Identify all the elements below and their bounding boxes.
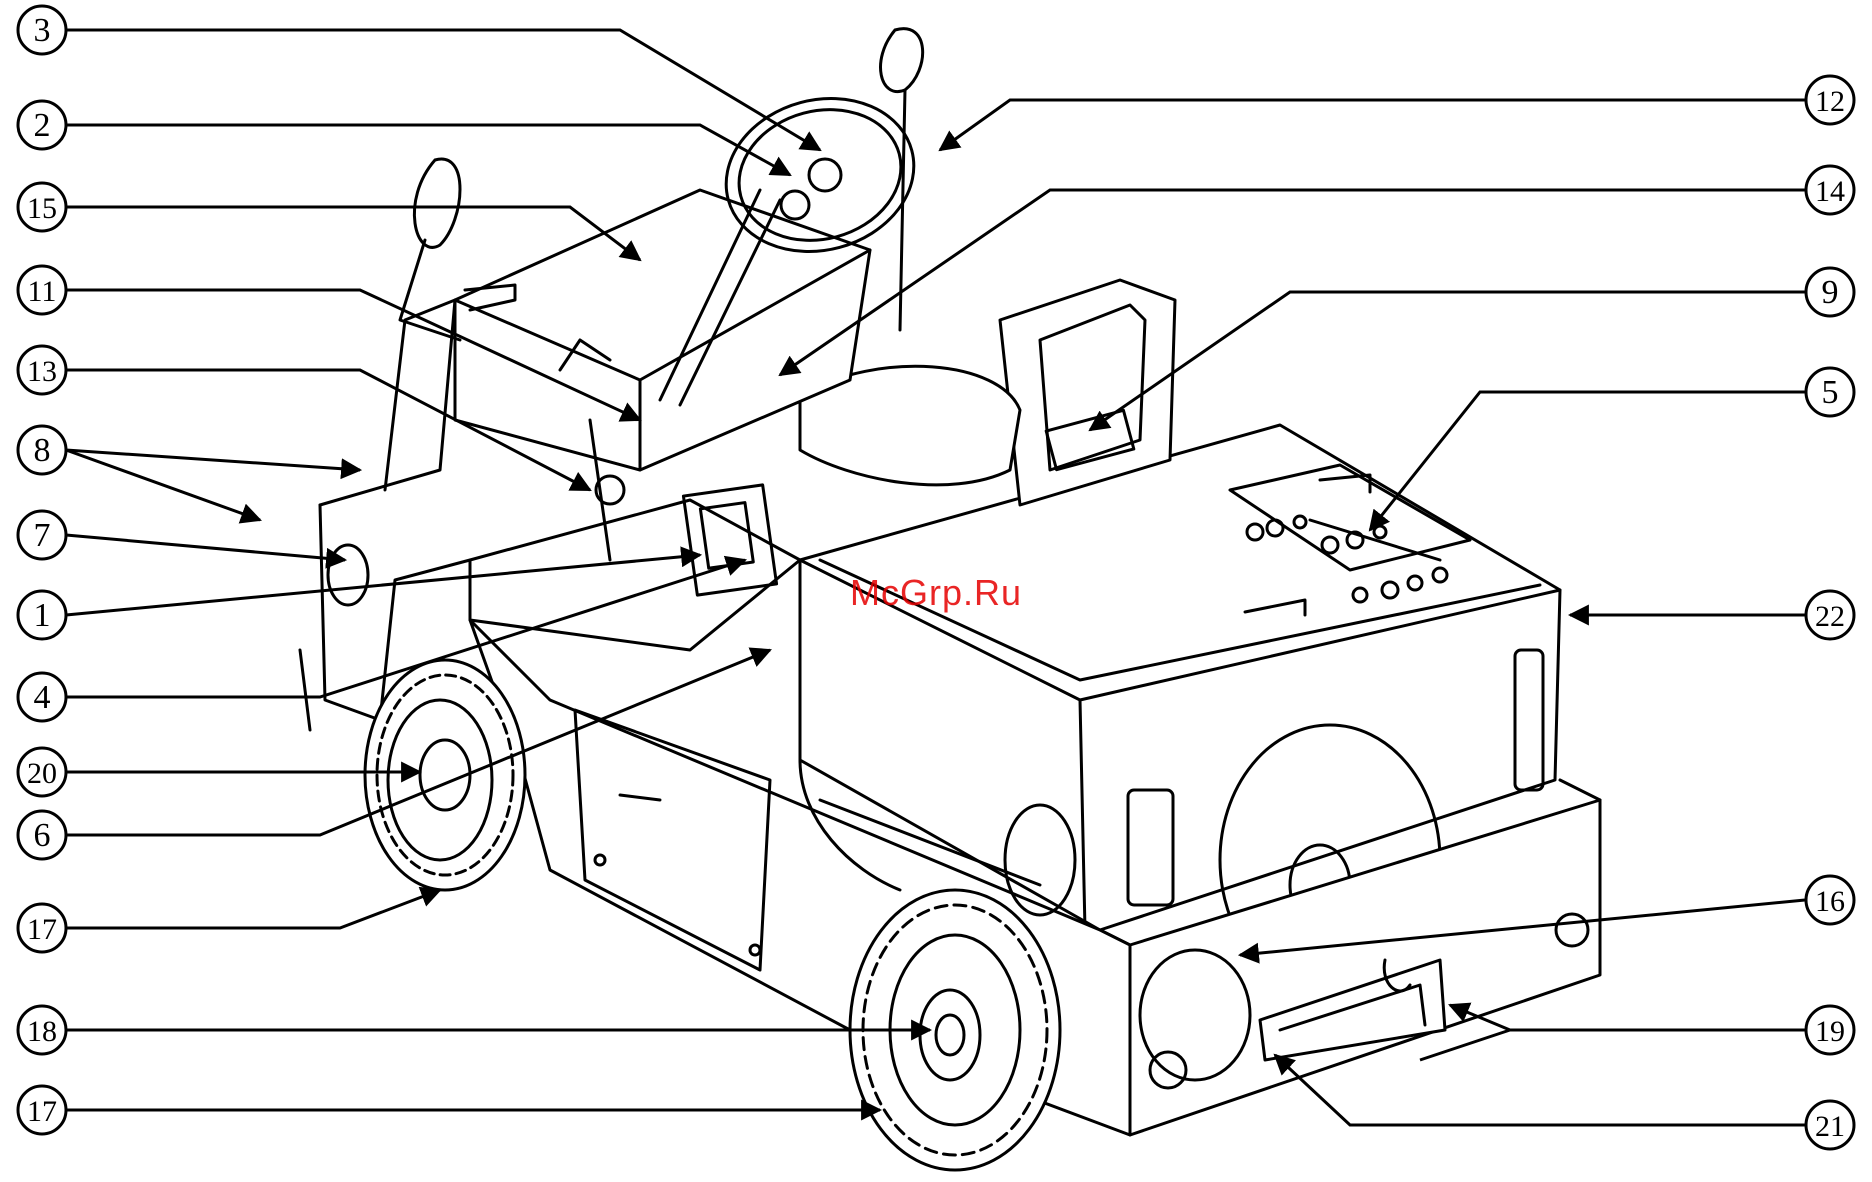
leader-21 — [1275, 1055, 1805, 1125]
callout-left-2: 15 — [18, 183, 66, 231]
callout-number: 17 — [27, 913, 57, 946]
leader-19b — [1420, 1030, 1510, 1060]
callout-number: 17 — [27, 1095, 57, 1128]
leader-15 — [66, 207, 640, 260]
callout-number: 16 — [1815, 885, 1845, 918]
callout-number: 18 — [27, 1015, 57, 1048]
callout-right-3: 5 — [1806, 368, 1854, 416]
callout-right-4: 22 — [1806, 591, 1854, 639]
callout-left-10: 6 — [18, 811, 66, 859]
callout-right-7: 21 — [1806, 1101, 1854, 1149]
callout-number: 15 — [27, 192, 57, 225]
callout-right-2: 9 — [1806, 268, 1854, 316]
callout-left-13: 17 — [18, 1086, 66, 1134]
callout-number: 1 — [34, 597, 51, 634]
leader-7 — [66, 535, 345, 560]
callout-left-3: 11 — [18, 266, 66, 314]
callout-number: 13 — [27, 355, 57, 388]
callout-number: 2 — [34, 107, 51, 144]
callout-left-12: 18 — [18, 1006, 66, 1054]
leader-12 — [940, 100, 1805, 150]
callout-left-7: 1 — [18, 591, 66, 639]
callout-left-9: 20 — [18, 748, 66, 796]
callout-number: 5 — [1822, 374, 1839, 411]
callout-number: 3 — [34, 12, 51, 49]
callout-right-1: 14 — [1806, 166, 1854, 214]
leader-14 — [780, 190, 1805, 375]
callout-number: 14 — [1815, 175, 1845, 208]
callout-left-6: 7 — [18, 511, 66, 559]
callout-left-8: 4 — [18, 673, 66, 721]
leader-17a — [66, 890, 440, 928]
callout-number: 22 — [1815, 600, 1845, 633]
callout-left-11: 17 — [18, 904, 66, 952]
leader-9 — [1090, 292, 1805, 430]
callout-left-1: 2 — [18, 101, 66, 149]
watermark: McGrp.Ru — [850, 572, 1022, 614]
callout-number: 11 — [28, 275, 57, 308]
callout-right-0: 12 — [1806, 76, 1854, 124]
callout-left-4: 13 — [18, 346, 66, 394]
callout-number: 6 — [34, 817, 51, 854]
callout-right-6: 19 — [1806, 1006, 1854, 1054]
callout-number: 4 — [34, 679, 51, 716]
callout-right-5: 16 — [1806, 876, 1854, 924]
leader-3 — [66, 30, 820, 150]
front-wheel — [365, 660, 525, 890]
callout-number: 19 — [1815, 1015, 1845, 1048]
callout-left-0: 3 — [18, 6, 66, 54]
callout-number: 7 — [34, 517, 51, 554]
leader-5 — [1370, 392, 1805, 530]
callout-number: 21 — [1815, 1110, 1845, 1143]
callout-number: 20 — [27, 757, 57, 790]
callout-number: 8 — [34, 432, 51, 469]
callout-left-5: 8 — [18, 426, 66, 474]
callout-number: 9 — [1822, 274, 1839, 311]
front-cowl — [300, 190, 870, 730]
callout-number: 12 — [1815, 85, 1845, 118]
